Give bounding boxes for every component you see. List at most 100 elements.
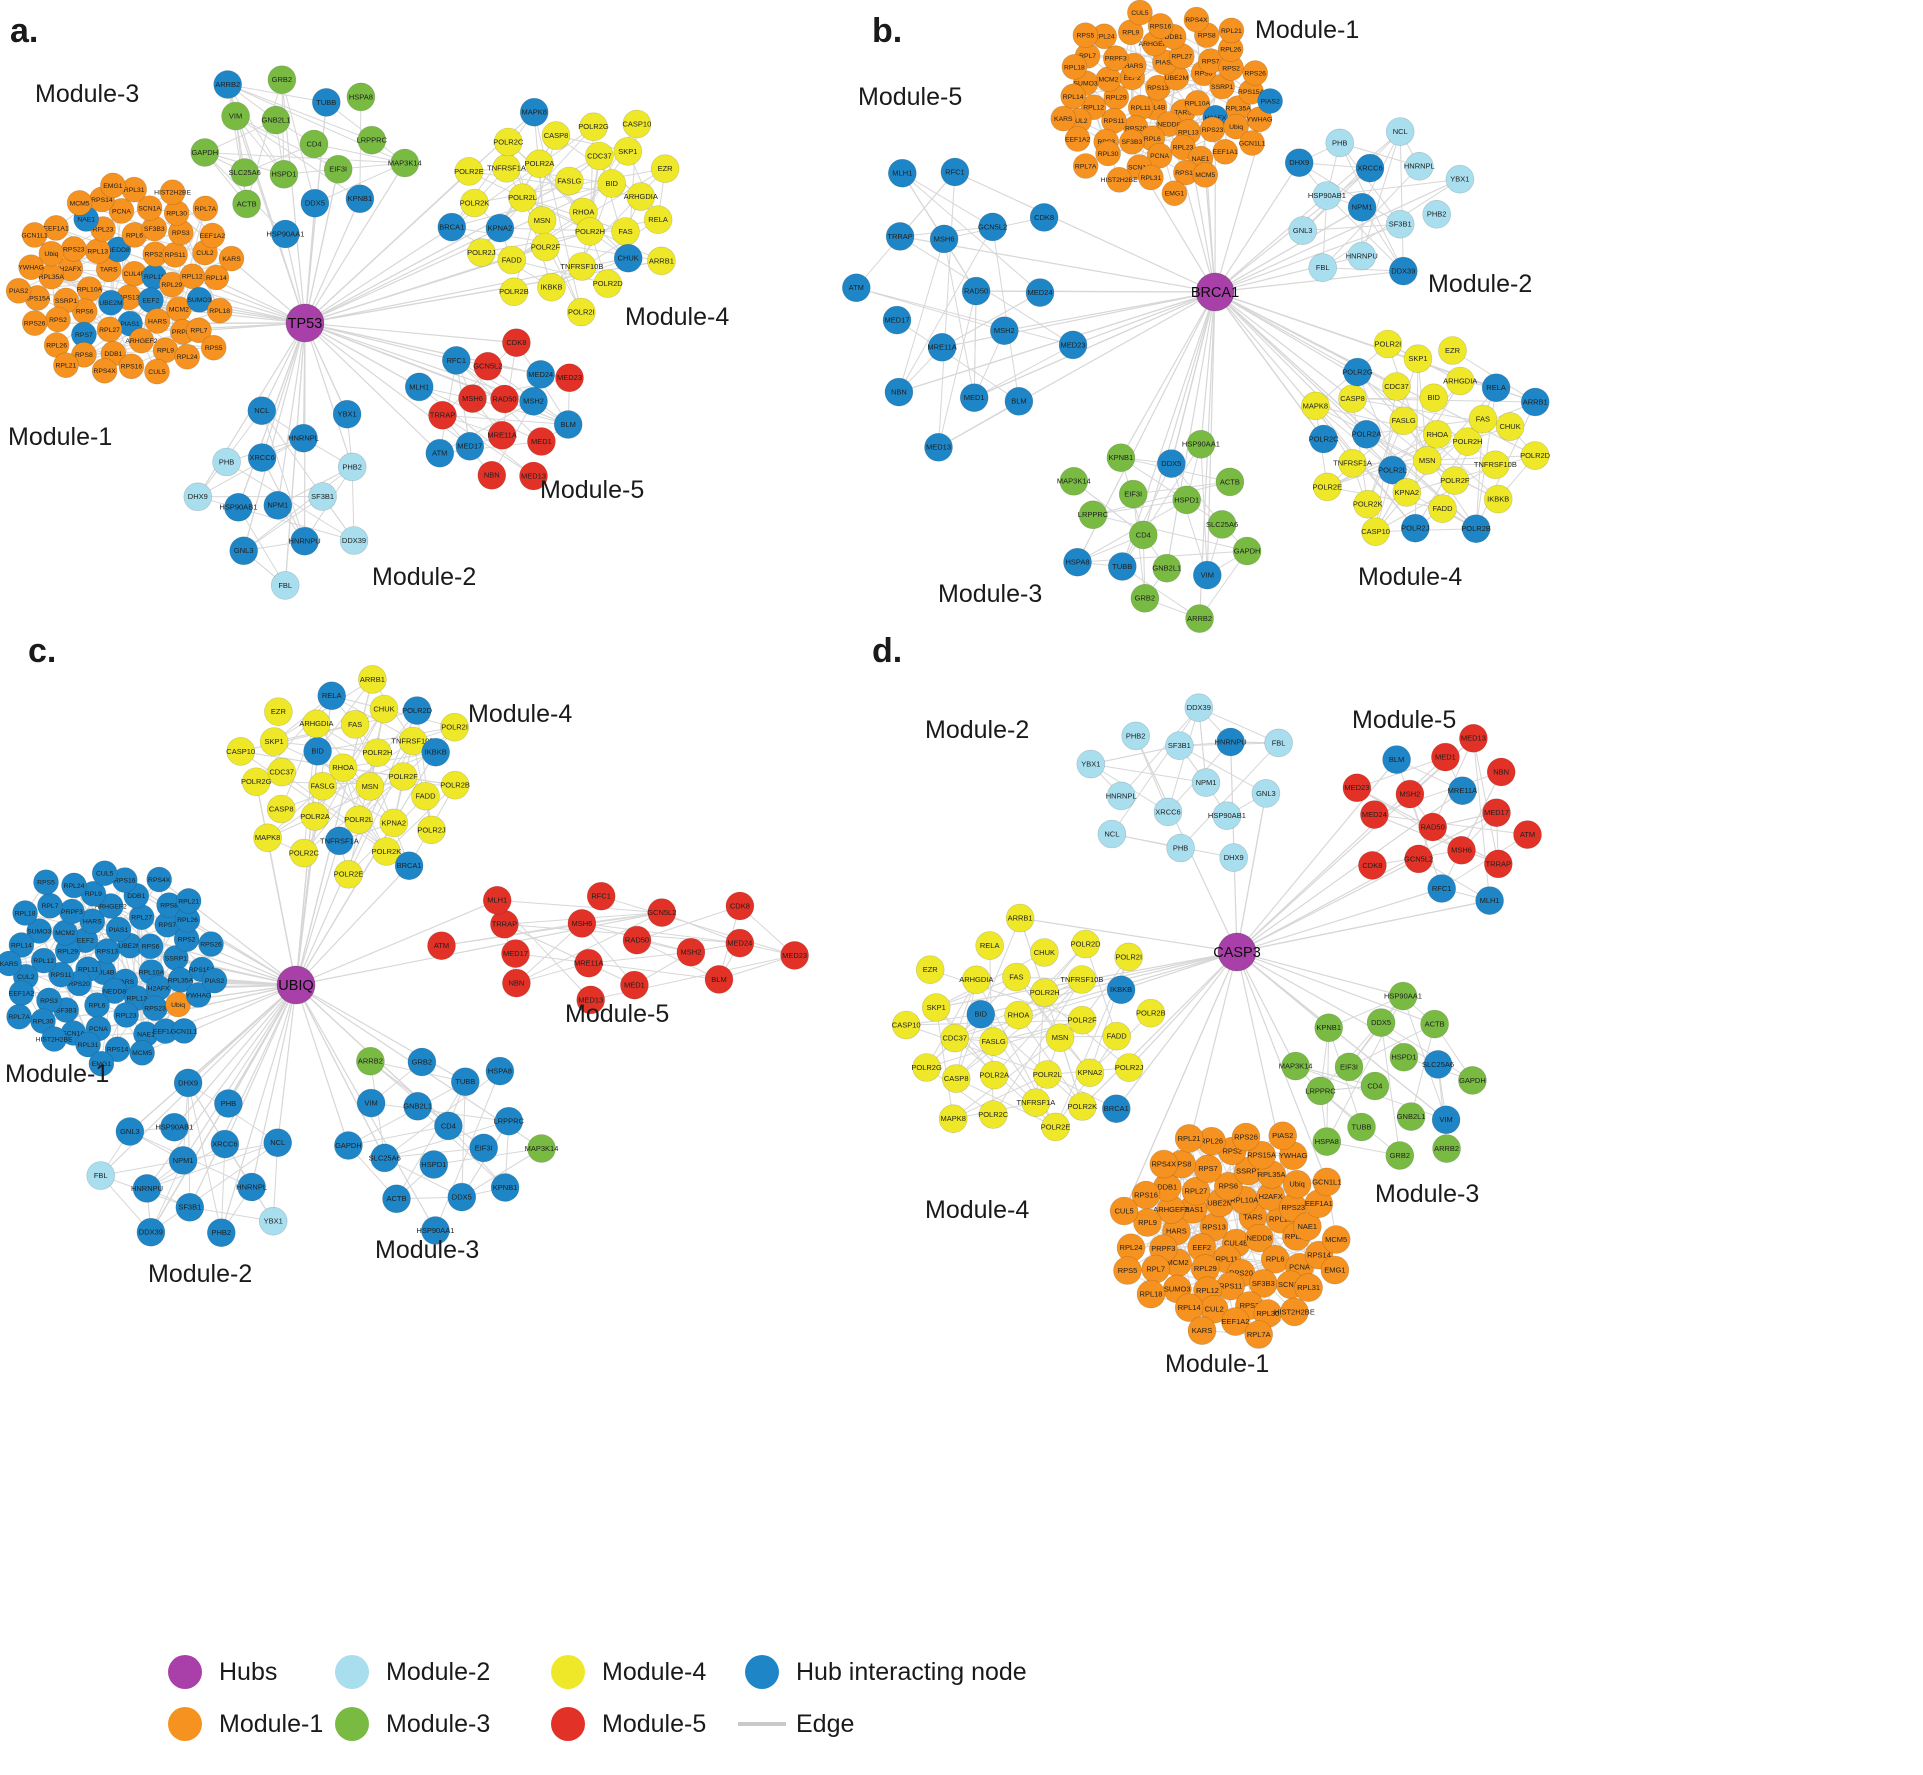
- gene-label: PHB2: [1126, 731, 1146, 740]
- gene-node: [586, 881, 616, 911]
- gene-node: [1061, 54, 1088, 80]
- gene-label: DHX9: [188, 492, 208, 501]
- hub-edge: [235, 115, 306, 324]
- gene-node: [1447, 835, 1476, 865]
- module-edge: [1417, 358, 1428, 461]
- gene-label: MCM5: [70, 200, 90, 207]
- gene-label: POLR2G: [1342, 368, 1373, 377]
- gene-node: [482, 885, 512, 915]
- gene-label: RPL10A: [139, 970, 165, 977]
- hub-label: BRCA1: [1191, 285, 1239, 301]
- gene-node: [185, 982, 212, 1008]
- gene-label: NPM1: [1196, 778, 1217, 787]
- gene-node: [355, 772, 385, 801]
- gene-label: LRPPRC: [357, 136, 388, 145]
- hub-edge: [173, 984, 297, 1128]
- gene-label: RPS6: [76, 309, 94, 316]
- gene-label: RPL30: [33, 1019, 54, 1026]
- hub-edge: [1020, 917, 1238, 953]
- gene-node: [574, 948, 604, 978]
- module-edge: [898, 226, 994, 393]
- gene-label: EZR: [1445, 346, 1461, 355]
- gene-node: [267, 757, 297, 787]
- hub-edge: [1236, 737, 1474, 953]
- gene-label: EEF1A1: [153, 1029, 179, 1036]
- gene-label: BLM: [560, 420, 575, 429]
- module-label: Module-1: [8, 423, 112, 451]
- gene-label: RPL13: [1178, 129, 1199, 136]
- module-edge: [515, 953, 720, 980]
- gene-label: PIAS2: [205, 978, 224, 985]
- gene-label: POLR2K: [1353, 500, 1383, 509]
- gene-node: [622, 109, 652, 139]
- gene-node: [1453, 427, 1482, 457]
- hub-edge: [1214, 291, 1358, 373]
- module-edge: [1392, 380, 1461, 471]
- gene-node: [1118, 479, 1148, 509]
- gene-label: RPS20: [1229, 1269, 1253, 1278]
- gene-node: [1360, 800, 1389, 829]
- gene-node: [597, 169, 627, 198]
- gene-node: [1343, 357, 1372, 387]
- gene-node: [1358, 851, 1387, 880]
- hub-edge: [1120, 951, 1238, 991]
- gene-node: [30, 947, 57, 974]
- gene-node: [1129, 520, 1158, 550]
- gene-label: MAP3K14: [1279, 1062, 1313, 1071]
- gene-node: [1025, 278, 1055, 307]
- module-edge: [896, 319, 1020, 402]
- gene-label: LRPPRC: [1305, 1086, 1336, 1095]
- gene-label: RHOA: [1426, 430, 1448, 439]
- gene-node: [12, 900, 38, 926]
- gene-label: POLR2E: [1312, 482, 1342, 491]
- gene-node: [1030, 978, 1059, 1007]
- gene-label: EZR: [271, 707, 287, 716]
- gene-label: SSRP1: [165, 955, 188, 962]
- gene-node: [1389, 406, 1418, 436]
- gene-node: [1185, 604, 1214, 633]
- gene-label: ARHGEF2: [1153, 1205, 1188, 1214]
- gene-label: TARS: [1243, 1212, 1262, 1221]
- gene-node: [938, 1104, 968, 1133]
- gene-node: [1060, 83, 1086, 110]
- gene-label: SF3B1: [311, 492, 334, 501]
- legend-label: Hubs: [219, 1658, 277, 1686]
- gene-node: [450, 1067, 480, 1096]
- gene-label: GCN1L1: [21, 232, 48, 239]
- gene-node: [1312, 1167, 1342, 1197]
- gene-node: [21, 310, 48, 336]
- gene-node: [921, 993, 951, 1022]
- module-edge: [1409, 793, 1443, 889]
- gene-label: NEDD8: [1246, 1234, 1271, 1243]
- gene-node: [1247, 1140, 1276, 1170]
- gene-node: [780, 941, 809, 970]
- module-label: Module-4: [925, 1196, 1029, 1224]
- gene-node: [214, 1089, 243, 1118]
- gene-node: [1495, 412, 1525, 441]
- module-edge: [856, 287, 1074, 346]
- module-edge: [316, 723, 404, 777]
- gene-label: RPL31: [78, 1042, 99, 1049]
- gene-node: [566, 297, 596, 327]
- gene-label: RPS26: [1244, 70, 1266, 77]
- gene-node: [91, 357, 118, 384]
- gene-label: HARS: [1124, 63, 1143, 70]
- gene-node: [437, 212, 467, 242]
- gene-label: MCM2: [1098, 77, 1118, 84]
- gene-node: [1373, 329, 1403, 359]
- gene-label: RPL21: [1178, 1134, 1201, 1143]
- gene-node: [1423, 1050, 1453, 1079]
- gene-label: EEF1A2: [1065, 136, 1091, 143]
- gene-node: [1187, 1316, 1217, 1345]
- gene-label: CDK8: [1034, 213, 1054, 222]
- gene-label: HARS: [1166, 1227, 1187, 1236]
- gene-label: POLR2A: [979, 1071, 1009, 1080]
- module-edge: [150, 1142, 278, 1233]
- module-edge: [1348, 1023, 1435, 1068]
- hub-edge: [1236, 951, 1297, 1067]
- gene-node: [1312, 181, 1342, 210]
- gene-node: [394, 851, 424, 881]
- gene-label: NBN: [508, 979, 524, 988]
- gene-label: BID: [975, 1010, 988, 1019]
- module-edge: [1326, 420, 1405, 488]
